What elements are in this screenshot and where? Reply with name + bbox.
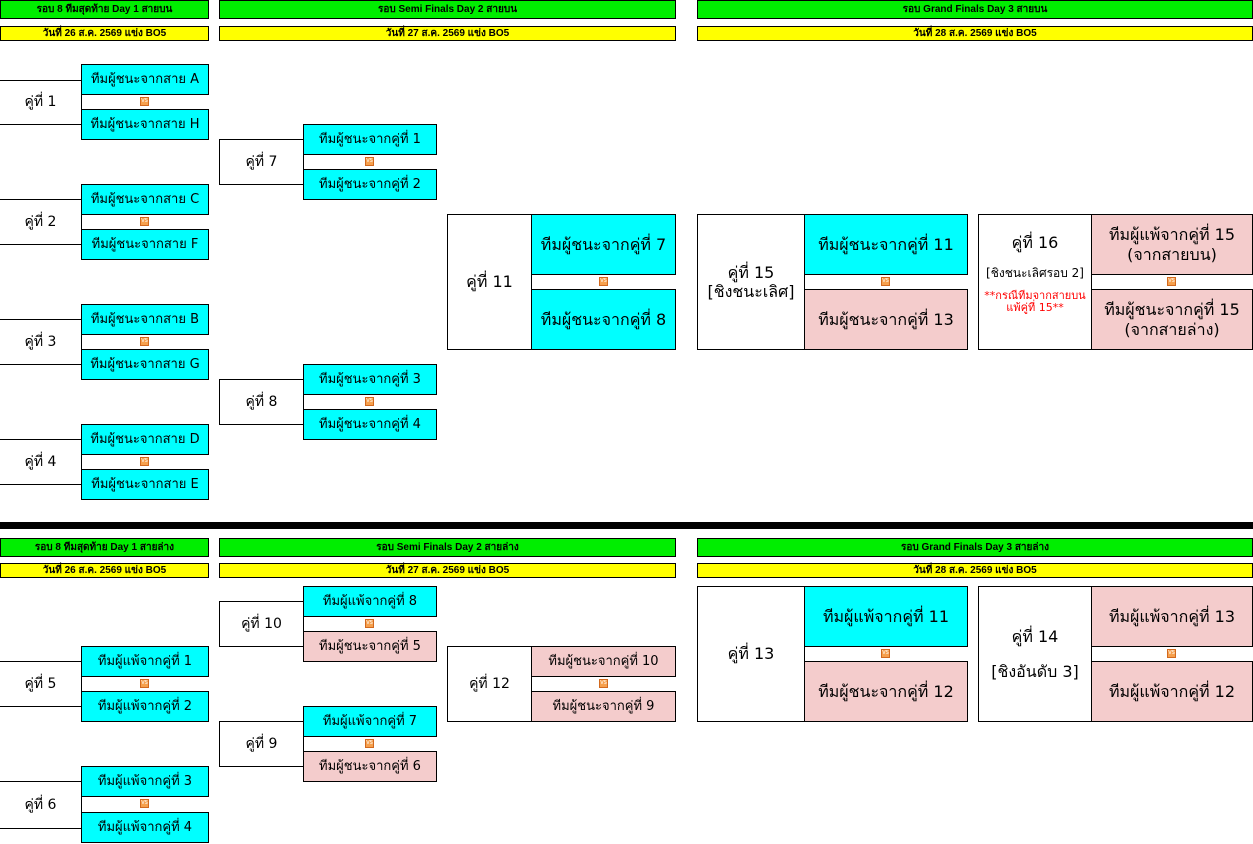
vs-icon: VS <box>365 157 374 166</box>
match-16-team-a: ทีมผู้แพ้จากคู่ที่ 15 (จากสายบน) <box>1091 214 1253 275</box>
match-11-team-b: ทีมผู้ชนะจากคู่ที่ 8 <box>531 289 676 350</box>
upper-header-day3: รอบ Grand Finals Day 3 สายบน <box>697 0 1253 19</box>
vs-icon: VS <box>140 679 149 688</box>
match-12-label: คู่ที่ 12 <box>447 646 532 722</box>
vs-icon: VS <box>365 397 374 406</box>
match-12-team-a: ทีมผู้ชนะจากคู่ที่ 10 <box>531 646 676 677</box>
match-16-label: คู่ที่ 16 <box>1011 233 1059 252</box>
match-15-label-box: คู่ที่ 15 [ชิงชนะเลิศ] <box>697 214 805 350</box>
match-7-label: คู่ที่ 7 <box>219 139 304 185</box>
vs-icon: VS <box>365 739 374 748</box>
match-2-team-b: ทีมผู้ชนะจากสาย F <box>81 229 209 260</box>
match-14-team-a: ทีมผู้แพ้จากคู่ที่ 13 <box>1091 586 1253 647</box>
match-7-team-a: ทีมผู้ชนะจากคู่ที่ 1 <box>303 124 437 155</box>
vs-icon: VS <box>1167 277 1176 286</box>
match-8-label: คู่ที่ 8 <box>219 379 304 425</box>
match-1-label: คู่ที่ 1 <box>0 80 82 125</box>
match-12-team-b: ทีมผู้ชนะจากคู่ที่ 9 <box>531 691 676 722</box>
vs-icon: VS <box>140 97 149 106</box>
vs-icon: VS <box>599 277 608 286</box>
match-13-team-b: ทีมผู้ชนะจากคู่ที่ 12 <box>804 661 968 722</box>
match-15-team-b: ทีมผู้ชนะจากคู่ที่ 13 <box>804 289 968 350</box>
upper-header-day1: รอบ 8 ทีมสุดท้าย Day 1 สายบน <box>0 0 209 19</box>
match-6-team-a: ทีมผู้แพ้จากคู่ที่ 3 <box>81 766 209 797</box>
upper-date-day1: วันที่ 26 ส.ค. 2569 แข่ง BO5 <box>0 26 209 41</box>
match-10-team-b: ทีมผู้ชนะจากคู่ที่ 5 <box>303 631 437 662</box>
match-14-label-box: คู่ที่ 14 [ชิงอันดับ 3] <box>978 586 1092 722</box>
vs-icon: VS <box>1167 649 1176 658</box>
match-10-team-a: ทีมผู้แพ้จากคู่ที่ 8 <box>303 586 437 617</box>
match-16-team-b-name: ทีมผู้ชนะจากคู่ที่ 15 <box>1104 300 1240 320</box>
match-16-team-a-name: ทีมผู้แพ้จากคู่ที่ 15 <box>1108 225 1236 245</box>
bracket-divider <box>0 522 1253 529</box>
match-16-label-box: คู่ที่ 16 [ชิงชนะเลิศรอบ 2] **กรณีทีมจาก… <box>978 214 1092 350</box>
match-6-team-b: ทีมผู้แพ้จากคู่ที่ 4 <box>81 812 209 843</box>
match-13-team-a: ทีมผู้แพ้จากคู่ที่ 11 <box>804 586 968 647</box>
match-14-team-b: ทีมผู้แพ้จากคู่ที่ 12 <box>1091 661 1253 722</box>
match-4-team-b: ทีมผู้ชนะจากสาย E <box>81 469 209 500</box>
match-1-team-a: ทีมผู้ชนะจากสาย A <box>81 64 209 95</box>
match-5-team-a: ทีมผู้แพ้จากคู่ที่ 1 <box>81 646 209 677</box>
match-16-team-b-sub: (จากสายล่าง) <box>1124 319 1220 339</box>
match-5-label: คู่ที่ 5 <box>0 661 82 707</box>
lower-date-day3: วันที่ 28 ส.ค. 2569 แข่ง BO5 <box>697 563 1253 578</box>
match-16-team-a-sub: (จากสายบน) <box>1127 244 1217 264</box>
lower-header-day3: รอบ Grand Finals Day 3 สายล่าง <box>697 538 1253 557</box>
match-5-team-b: ทีมผู้แพ้จากคู่ที่ 2 <box>81 691 209 722</box>
vs-icon: VS <box>881 277 890 286</box>
match-16-subtitle: [ชิงชนะเลิศรอบ 2] <box>986 266 1084 281</box>
match-8-team-a: ทีมผู้ชนะจากคู่ที่ 3 <box>303 364 437 395</box>
lower-header-day2: รอบ Semi Finals Day 2 สายล่าง <box>219 538 676 557</box>
vs-icon: VS <box>140 337 149 346</box>
match-4-label: คู่ที่ 4 <box>0 439 82 485</box>
vs-icon: VS <box>140 457 149 466</box>
vs-icon: VS <box>881 649 890 658</box>
match-13-label: คู่ที่ 13 <box>697 586 805 722</box>
match-15-subtitle: [ชิงชนะเลิศ] <box>707 282 795 301</box>
vs-icon: VS <box>140 217 149 226</box>
match-15-label: คู่ที่ 15 <box>727 262 775 282</box>
match-6-label: คู่ที่ 6 <box>0 781 82 829</box>
match-8-team-b: ทีมผู้ชนะจากคู่ที่ 4 <box>303 409 437 440</box>
match-11-team-a: ทีมผู้ชนะจากคู่ที่ 7 <box>531 214 676 275</box>
match-14-subtitle: [ชิงอันดับ 3] <box>991 662 1079 681</box>
vs-icon: VS <box>599 679 608 688</box>
upper-date-day3: วันที่ 28 ส.ค. 2569 แข่ง BO5 <box>697 26 1253 41</box>
match-2-label: คู่ที่ 2 <box>0 199 82 245</box>
upper-header-day2: รอบ Semi Finals Day 2 สายบน <box>219 0 676 19</box>
match-4-team-a: ทีมผู้ชนะจากสาย D <box>81 424 209 455</box>
match-10-label: คู่ที่ 10 <box>219 601 304 647</box>
match-16-note: **กรณีทีมจากสายบน แพ้คู่ที่ 15** <box>984 288 1086 315</box>
match-3-team-b: ทีมผู้ชนะจากสาย G <box>81 349 209 380</box>
match-15-team-a: ทีมผู้ชนะจากคู่ที่ 11 <box>804 214 968 275</box>
match-9-team-a: ทีมผู้แพ้จากคู่ที่ 7 <box>303 706 437 737</box>
match-2-team-a: ทีมผู้ชนะจากสาย C <box>81 184 209 215</box>
match-1-team-b: ทีมผู้ชนะจากสาย H <box>81 109 209 140</box>
lower-date-day2: วันที่ 27 ส.ค. 2569 แข่ง BO5 <box>219 563 676 578</box>
match-9-team-b: ทีมผู้ชนะจากคู่ที่ 6 <box>303 751 437 782</box>
match-7-team-b: ทีมผู้ชนะจากคู่ที่ 2 <box>303 169 437 200</box>
match-3-team-a: ทีมผู้ชนะจากสาย B <box>81 304 209 335</box>
match-11-label: คู่ที่ 11 <box>447 214 532 350</box>
upper-date-day2: วันที่ 27 ส.ค. 2569 แข่ง BO5 <box>219 26 676 41</box>
lower-date-day1: วันที่ 26 ส.ค. 2569 แข่ง BO5 <box>0 563 209 578</box>
lower-header-day1: รอบ 8 ทีมสุดท้าย Day 1 สายล่าง <box>0 538 209 557</box>
match-16-team-b: ทีมผู้ชนะจากคู่ที่ 15 (จากสายล่าง) <box>1091 289 1253 350</box>
vs-icon: VS <box>365 619 374 628</box>
match-9-label: คู่ที่ 9 <box>219 721 304 767</box>
match-3-label: คู่ที่ 3 <box>0 319 82 365</box>
match-14-label: คู่ที่ 14 <box>1011 626 1059 646</box>
vs-icon: VS <box>140 799 149 808</box>
